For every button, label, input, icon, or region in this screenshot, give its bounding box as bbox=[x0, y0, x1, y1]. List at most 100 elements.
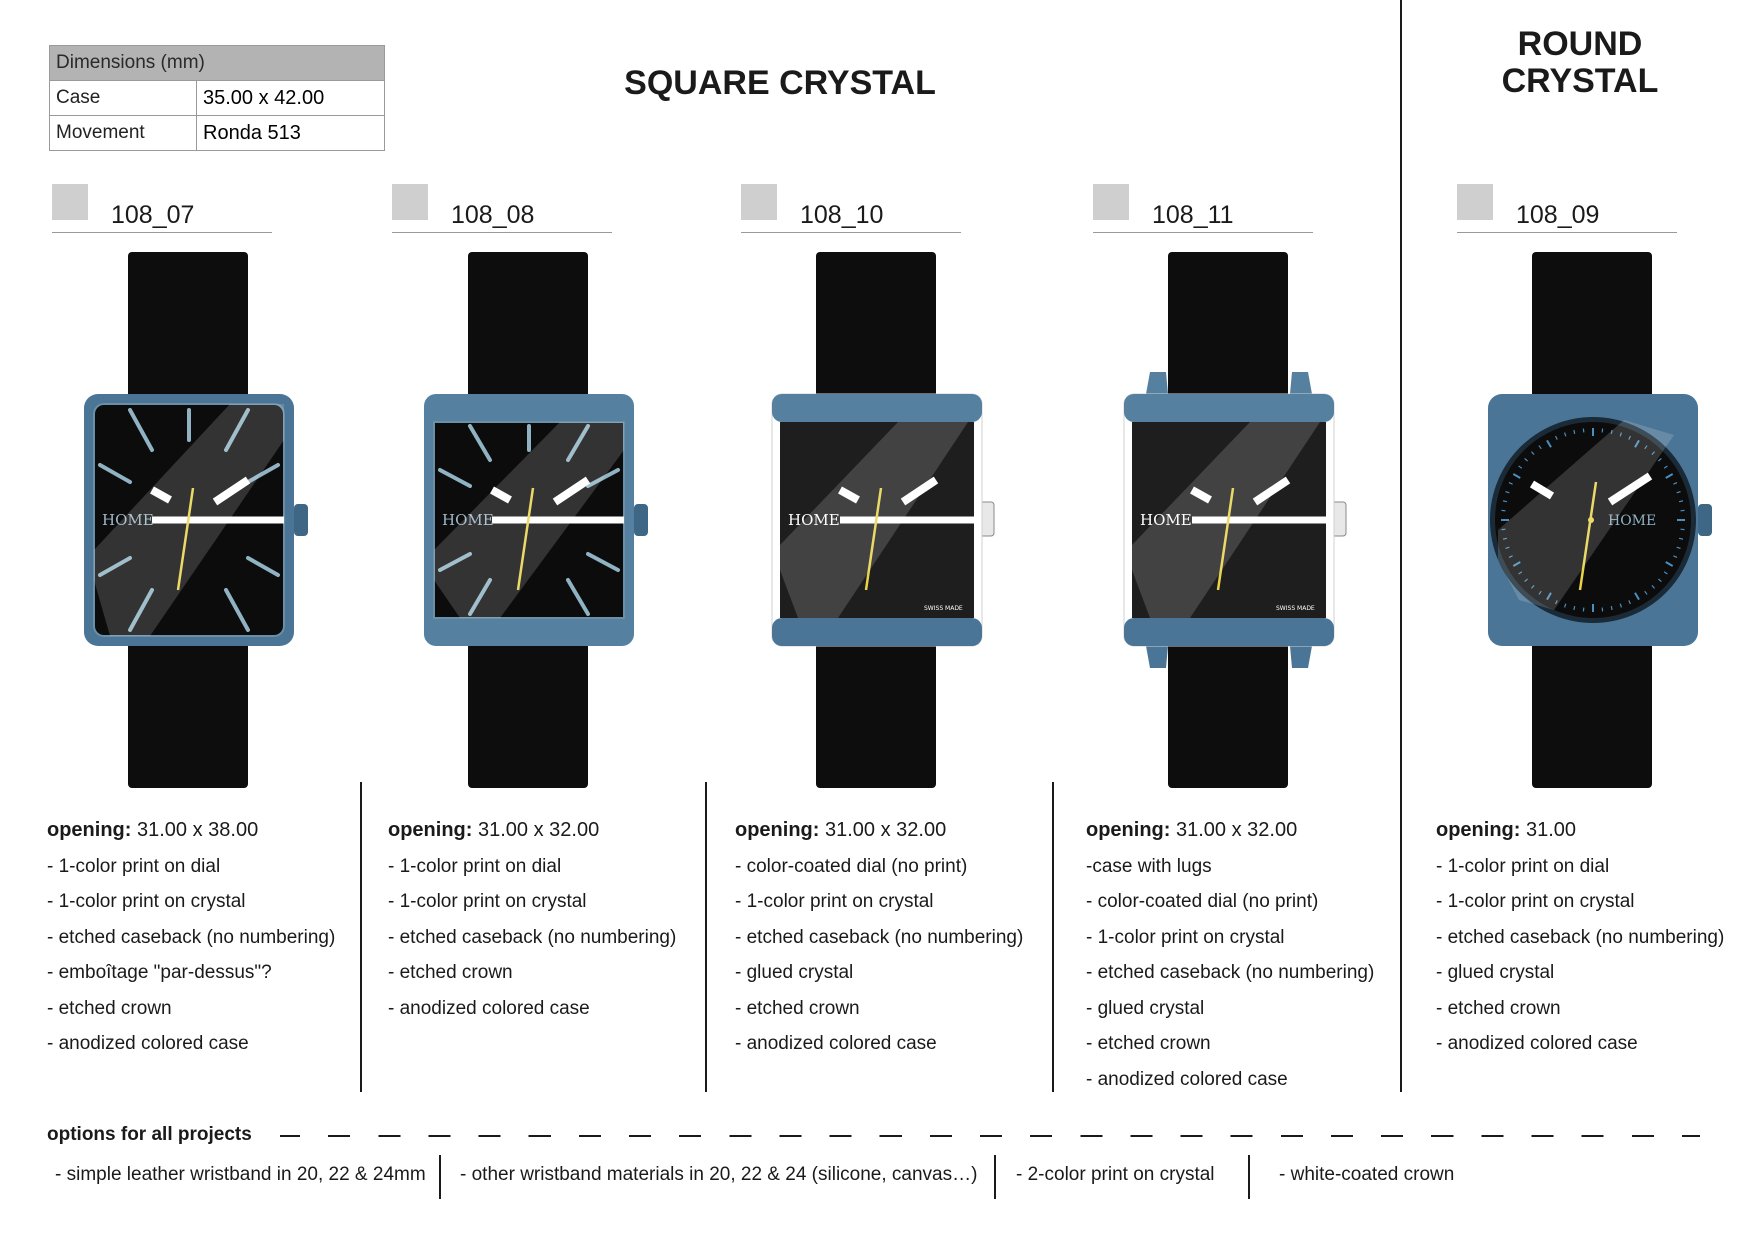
opening-line: opening: 31.00 x 32.00 bbox=[388, 813, 676, 849]
strap-top bbox=[816, 252, 936, 422]
minute-tick bbox=[1628, 600, 1631, 605]
strap-bottom bbox=[1532, 618, 1652, 788]
option-item: - other wristband materials in 20, 22 & … bbox=[460, 1164, 978, 1185]
minute-tick bbox=[1502, 537, 1508, 540]
hour-hand bbox=[212, 476, 251, 506]
opening-line: opening: 31.00 x 38.00 bbox=[47, 813, 335, 849]
spec-item: - anodized colored case bbox=[1086, 1068, 1288, 1090]
spec-item: - etched caseback (no numbering) bbox=[1436, 926, 1725, 948]
minute-tick bbox=[1651, 451, 1656, 456]
minute-marker bbox=[150, 486, 172, 504]
spec-item: - 1-color print on dial bbox=[47, 855, 221, 877]
product-code: 108_10 bbox=[800, 201, 884, 229]
minute-tick bbox=[1512, 473, 1521, 479]
dial-brand: HOME bbox=[788, 511, 840, 529]
lug bbox=[1290, 372, 1312, 394]
minute-marker bbox=[490, 486, 512, 504]
minute-tick bbox=[1673, 482, 1678, 485]
minute-tick bbox=[1555, 435, 1558, 440]
dial-swiss-made: SWISS MADE bbox=[924, 605, 963, 612]
spec-item: - color-coated dial (no print) bbox=[735, 855, 968, 877]
spec-item: - 1-color print on crystal bbox=[735, 891, 934, 912]
dial-brand: HOME bbox=[102, 511, 154, 529]
dial-brand: HOME bbox=[1140, 511, 1192, 529]
opening-value: 31.00 x 32.00 bbox=[825, 819, 947, 841]
strap-bottom bbox=[128, 618, 248, 788]
minute-tick bbox=[1512, 561, 1521, 567]
second-hand bbox=[1578, 481, 1598, 591]
minute-tick bbox=[1573, 429, 1576, 435]
spec-list-108-11: opening: 31.00 x 32.00 -case with lugs -… bbox=[1086, 813, 1374, 1097]
column-divider bbox=[705, 782, 707, 1092]
watch-illustration-108-07: HOME bbox=[84, 252, 308, 788]
spec-item: - color-coated dial (no print) bbox=[1086, 891, 1319, 912]
spec-item: - anodized colored case bbox=[735, 1033, 937, 1054]
watch-illustration-108-09: HOME bbox=[1488, 252, 1712, 788]
product-code: 108_09 bbox=[1516, 201, 1600, 229]
case-top-bar bbox=[1124, 394, 1334, 422]
spec-item: - 1-color print on crystal bbox=[1436, 891, 1635, 912]
second-hand bbox=[864, 487, 883, 591]
spec-item: - etched crown bbox=[388, 962, 513, 983]
spec-item: - etched caseback (no numbering) bbox=[388, 926, 677, 948]
code-underline bbox=[52, 232, 272, 233]
dimension-value-case: 35.00 x 42.00 bbox=[196, 80, 385, 116]
spec-item: - 1-color print on crystal bbox=[388, 891, 587, 912]
code-underline bbox=[741, 232, 961, 233]
spec-item: - glued crystal bbox=[1436, 962, 1555, 983]
strap-bottom bbox=[468, 618, 588, 788]
spec-item: - glued crystal bbox=[735, 962, 854, 983]
minute-tick bbox=[1644, 445, 1648, 450]
hour-hand bbox=[552, 476, 591, 506]
spec-item: - etched caseback (no numbering) bbox=[1086, 962, 1375, 983]
section-title-round: ROUND CRYSTAL bbox=[1440, 26, 1720, 100]
minute-tick bbox=[1518, 465, 1523, 469]
minute-tick bbox=[1663, 571, 1668, 575]
case-top-bar bbox=[772, 394, 982, 422]
opening-line: opening: 31.00 x 32.00 bbox=[1086, 813, 1374, 849]
code-underline bbox=[1457, 232, 1677, 233]
crystal-reflection bbox=[1132, 422, 1320, 618]
spec-item: - 1-color print on dial bbox=[1436, 855, 1610, 877]
minute-tick bbox=[1524, 457, 1529, 462]
swatch-box bbox=[1457, 184, 1493, 220]
spec-item: - glued crystal bbox=[1086, 997, 1205, 1019]
hour-indices bbox=[438, 424, 620, 616]
case-bottom-bar bbox=[772, 618, 982, 646]
minute-tick bbox=[1678, 537, 1684, 540]
opening-value: 31.00 x 32.00 bbox=[1176, 819, 1298, 841]
product-code: 108_08 bbox=[451, 201, 535, 229]
opening-label: opening: bbox=[388, 819, 473, 841]
section-title-square: SQUARE CRYSTAL bbox=[624, 64, 936, 102]
swatch-box bbox=[1093, 184, 1129, 220]
minute-tick bbox=[1644, 590, 1648, 595]
strap-top bbox=[128, 252, 248, 422]
spec-item: - etched crown bbox=[1436, 997, 1561, 1019]
crystal-reflection bbox=[94, 404, 284, 636]
minute-tick bbox=[1573, 605, 1576, 611]
section-title-round-line1: ROUND bbox=[1517, 25, 1643, 63]
swatch-box bbox=[741, 184, 777, 220]
strap-top bbox=[1532, 252, 1652, 422]
minute-tick bbox=[1518, 571, 1523, 575]
hour-hand bbox=[900, 476, 939, 506]
option-separator bbox=[994, 1155, 996, 1199]
minute-tick bbox=[1610, 429, 1613, 435]
minute-marker bbox=[1190, 486, 1212, 504]
spec-list-108-07: opening: 31.00 x 38.00 - 1-color print o… bbox=[47, 813, 335, 1062]
watch-illustration-108-08: HOME bbox=[424, 252, 648, 788]
minute-tick bbox=[1508, 482, 1513, 485]
minute-marker bbox=[838, 486, 860, 504]
dimension-value-movement: Ronda 513 bbox=[196, 115, 385, 151]
second-hand bbox=[176, 487, 195, 591]
second-hand bbox=[516, 487, 535, 591]
minute-tick bbox=[1634, 439, 1640, 448]
minute-tick bbox=[1530, 584, 1535, 589]
spec-item: - emboîtage "par-dessus"? bbox=[47, 962, 272, 983]
lug bbox=[1290, 646, 1312, 668]
minute-ticks bbox=[1501, 428, 1685, 612]
spec-item: - etched crown bbox=[735, 997, 860, 1019]
section-divider bbox=[1400, 0, 1402, 1092]
minute-tick bbox=[1665, 473, 1674, 479]
strap-top bbox=[468, 252, 588, 422]
